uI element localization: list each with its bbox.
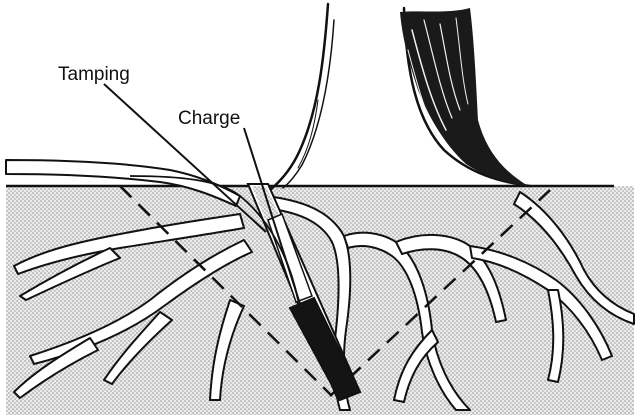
tamping-label: Tamping: [58, 64, 130, 85]
tree-trunk: [270, 4, 530, 190]
charge-label: Charge: [178, 108, 240, 129]
